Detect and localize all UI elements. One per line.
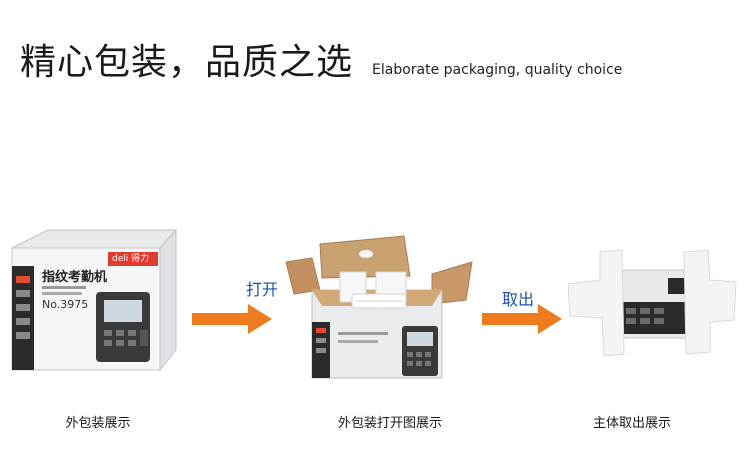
open-arrow-label: 打开 bbox=[246, 280, 279, 299]
right-arrow-icon bbox=[482, 304, 562, 334]
right-arrow-icon bbox=[192, 304, 272, 334]
step-3-caption: 主体取出展示 bbox=[592, 416, 671, 431]
page-subtitle: Elaborate packaging, quality choice bbox=[372, 62, 623, 78]
device-in-foam-illustration bbox=[567, 246, 738, 358]
opened-box-illustration bbox=[282, 232, 478, 382]
takeout-arrow-label: 取出 bbox=[502, 290, 535, 309]
step-2-caption: 外包装打开图展示 bbox=[337, 416, 442, 431]
box-model: No.3975 bbox=[42, 298, 89, 311]
step-1-caption: 外包装展示 bbox=[65, 416, 131, 431]
box-brand: deli 得力 bbox=[112, 254, 150, 264]
box-product-name: 指纹考勤机 bbox=[42, 270, 108, 285]
page-title: 精心包装，品质之选 bbox=[20, 42, 354, 83]
closed-box-illustration: deli 得力 指纹考勤机 No.3975 bbox=[8, 222, 180, 374]
